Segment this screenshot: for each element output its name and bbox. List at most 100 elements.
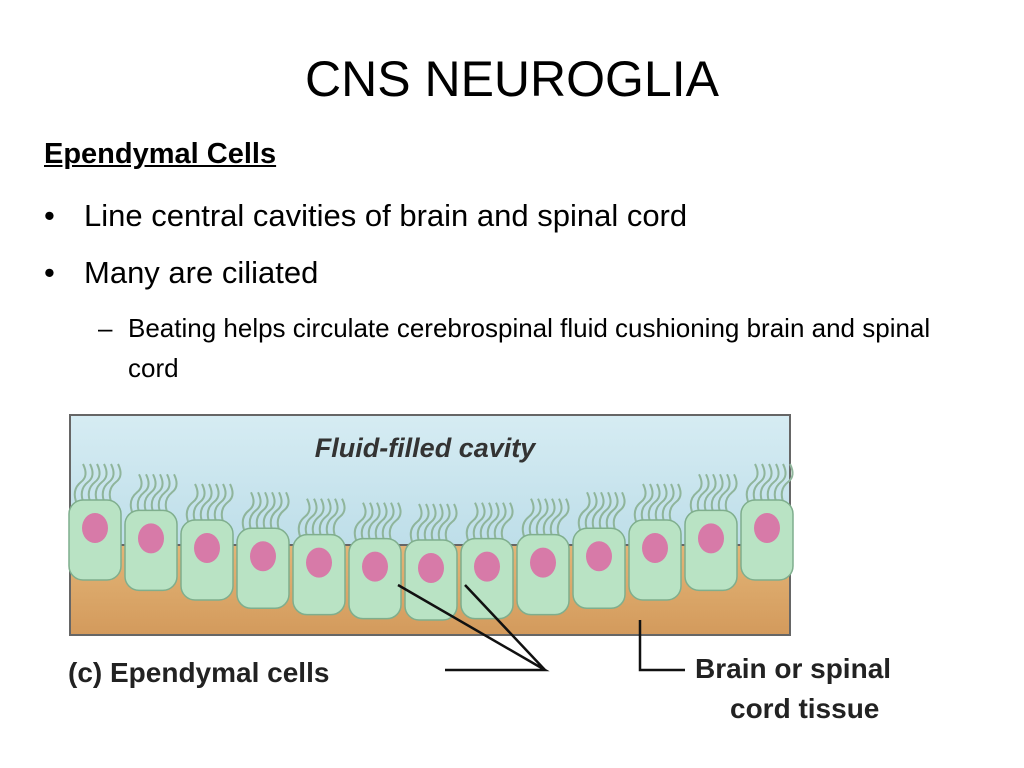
cilium — [640, 483, 654, 525]
cilium — [94, 463, 108, 505]
ependymal-cells-label: (c) Ependymal cells — [68, 657, 330, 688]
cilium — [206, 483, 220, 525]
sub-bullet-text: Beating helps circulate cerebrospinal fl… — [128, 313, 931, 383]
cilium — [465, 502, 479, 544]
cell-nucleus — [250, 541, 276, 572]
cilium — [549, 498, 563, 540]
cell-nucleus — [698, 523, 724, 554]
bullet-dot: • — [44, 198, 55, 233]
cilium — [556, 498, 570, 540]
cilium — [388, 502, 402, 544]
cell-nucleus — [474, 551, 500, 582]
cilium — [752, 463, 766, 505]
cilium — [654, 483, 668, 525]
cell-nucleus — [530, 547, 556, 578]
cilium — [108, 463, 122, 505]
cilium — [311, 498, 325, 540]
cilium — [192, 483, 206, 525]
cilium — [416, 503, 430, 545]
cilium — [535, 498, 549, 540]
sub-bullet-dash: – — [98, 313, 113, 343]
pointer-line-tissue — [638, 620, 685, 672]
cilium — [73, 463, 87, 505]
cilium — [185, 483, 199, 525]
cilium — [437, 503, 451, 545]
cilium — [612, 491, 626, 533]
cilium — [493, 502, 507, 544]
cilium — [430, 503, 444, 545]
cilium — [248, 491, 262, 533]
slide-title: CNS NEUROGLIA — [305, 51, 719, 107]
cilium — [584, 491, 598, 533]
cilium — [381, 502, 395, 544]
cilium — [220, 483, 234, 525]
cilium — [724, 473, 738, 515]
cilium — [528, 498, 542, 540]
cilium — [647, 483, 661, 525]
cilium — [605, 491, 619, 533]
cilium — [745, 463, 759, 505]
cilium — [759, 463, 773, 505]
cilium — [360, 502, 374, 544]
cilium — [423, 503, 437, 545]
cilium — [479, 502, 493, 544]
tissue-label-line2: cord tissue — [730, 693, 880, 724]
pointer-line-cells — [397, 583, 550, 672]
cilium — [150, 473, 164, 515]
sub-bullet-item: – Beating helps circulate cerebrospinal … — [98, 308, 958, 388]
bullet-text: Line central cavities of brain and spina… — [84, 198, 688, 233]
cilium — [374, 502, 388, 544]
cell-nucleus — [138, 523, 164, 554]
cilium — [717, 473, 731, 515]
cilium — [710, 473, 724, 515]
cilium — [773, 463, 787, 505]
cilium — [325, 498, 339, 540]
cilium — [668, 483, 682, 525]
cell-nucleus — [586, 541, 612, 572]
cilium — [304, 498, 318, 540]
cilium — [241, 491, 255, 533]
bullet-item: • Many are ciliated — [44, 253, 318, 293]
cell-nucleus — [82, 513, 108, 543]
cilium — [696, 473, 710, 515]
cell-nucleus — [754, 513, 780, 543]
cilium — [199, 483, 213, 525]
cilium — [542, 498, 556, 540]
cell-nucleus — [194, 533, 220, 563]
cell-nucleus — [418, 553, 444, 583]
tissue-label-line1: Brain or spinal — [695, 653, 892, 684]
cilium — [164, 473, 178, 515]
bullet-item: • Line central cavities of brain and spi… — [44, 196, 687, 236]
cilium — [766, 463, 780, 505]
cilium — [472, 502, 486, 544]
cilium — [262, 491, 276, 533]
cilium — [213, 483, 227, 525]
cilium — [633, 483, 647, 525]
cilium — [591, 491, 605, 533]
cell-nucleus — [306, 547, 332, 578]
cilium — [269, 491, 283, 533]
cilium — [780, 463, 794, 505]
cilium — [80, 463, 94, 505]
cilium — [136, 473, 150, 515]
cilium — [486, 502, 500, 544]
bullet-dot: • — [44, 255, 55, 290]
section-heading: Ependymal Cells — [44, 138, 277, 170]
cilium — [444, 503, 458, 545]
cilium — [661, 483, 675, 525]
fluid-cavity-label: Fluid-filled cavity — [315, 433, 538, 463]
cilium — [332, 498, 346, 540]
cilium — [297, 498, 311, 540]
cell-nucleus — [642, 533, 668, 563]
cilium — [703, 473, 717, 515]
cilium — [255, 491, 269, 533]
cilium — [87, 463, 101, 505]
cilium — [500, 502, 514, 544]
cilium — [143, 473, 157, 515]
cell-nucleus — [362, 551, 388, 582]
cilium — [353, 502, 367, 544]
cilium — [157, 473, 171, 515]
bullet-text: Many are ciliated — [84, 255, 319, 290]
cilium — [598, 491, 612, 533]
cilium — [367, 502, 381, 544]
